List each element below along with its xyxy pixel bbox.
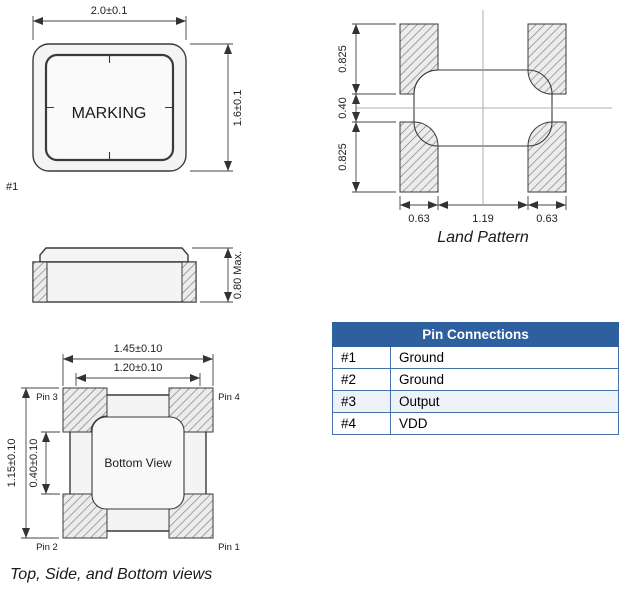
top-height-dimension: 1.6±0.1 — [232, 90, 244, 127]
table-row: #1 Ground — [332, 346, 619, 369]
table-title: Pin Connections — [332, 322, 619, 347]
top-width-dimension: 2.0±0.1 — [91, 5, 128, 17]
land-pad-top-right — [527, 23, 567, 95]
pin-function-cell: Output — [390, 390, 619, 413]
land-pad-span-dimension: 1.19 — [472, 213, 493, 225]
top-view-drawing: MARKING 2.0±0.1 1.6±0.1 #1 — [6, 5, 244, 193]
pin-connections-table: Pin Connections #1 Ground #2 Ground #3 O… — [332, 322, 619, 435]
table-header-row: Pin Connections — [332, 322, 619, 347]
side-view-drawing: 0.80 Max. — [32, 247, 244, 303]
pin1-corner-label: #1 — [6, 181, 18, 193]
pin4-label: Pin 4 — [218, 392, 240, 403]
pin-function-cell: Ground — [390, 368, 619, 391]
bottom-view-drawing: Bottom View 1.45±0.10 1.20±0.10 1.15±0.1… — [6, 343, 240, 553]
top-view-center-ticks — [47, 56, 172, 159]
land-pad-height-bottom-dimension: 0.825 — [337, 143, 349, 171]
land-pad-bottom-left — [399, 121, 439, 193]
pin-function-cell: Ground — [390, 346, 619, 369]
bottom-outer-width-dimension: 1.45±0.10 — [114, 343, 163, 355]
land-pattern-caption: Land Pattern — [437, 229, 529, 246]
land-pad-gap-dimension: 0.40 — [337, 97, 349, 118]
bottom-outer-height-dimension: 1.15±0.10 — [6, 439, 18, 488]
views-caption: Top, Side, and Bottom views — [10, 566, 213, 583]
pin1-label: Pin 1 — [218, 542, 240, 553]
land-pad-width-right-dimension: 0.63 — [536, 213, 557, 225]
pin2-label: Pin 2 — [36, 542, 58, 553]
side-view-terminal-left — [32, 261, 48, 303]
land-pattern-drawing: 0.825 0.40 0.825 0.63 1.19 0.63 — [337, 10, 612, 225]
table-row: #2 Ground — [332, 368, 619, 391]
marking-text: MARKING — [72, 105, 147, 122]
bottom-view-label: Bottom View — [104, 456, 171, 470]
pin-number-cell: #3 — [332, 390, 391, 413]
bottom-inner-width-dimension: 1.20±0.10 — [114, 362, 163, 374]
land-pad-width-left-dimension: 0.63 — [408, 213, 429, 225]
pin-number-cell: #4 — [332, 412, 391, 435]
pin-number-cell: #2 — [332, 368, 391, 391]
top-view-lid-seam — [44, 53, 175, 162]
bottom-pad-gap-dimension: 0.40±0.10 — [28, 439, 40, 488]
side-view-terminal-right — [181, 261, 197, 303]
table-row: #4 VDD — [332, 412, 619, 435]
land-pad-top-left — [399, 23, 439, 95]
side-view-base — [32, 261, 197, 303]
bottom-view-cavity — [91, 416, 185, 510]
side-view-lid — [39, 247, 189, 263]
pin-number-cell: #1 — [332, 346, 391, 369]
table-row: #3 Output — [332, 390, 619, 413]
pin-function-cell: VDD — [390, 412, 619, 435]
land-pad-height-top-dimension: 0.825 — [337, 45, 349, 73]
land-pad-bottom-right — [527, 121, 567, 193]
land-pattern-centerlines — [356, 10, 612, 204]
side-height-dimension: 0.80 Max. — [232, 251, 244, 299]
pin3-label: Pin 3 — [36, 392, 58, 403]
bottom-pad-3 — [62, 387, 108, 433]
